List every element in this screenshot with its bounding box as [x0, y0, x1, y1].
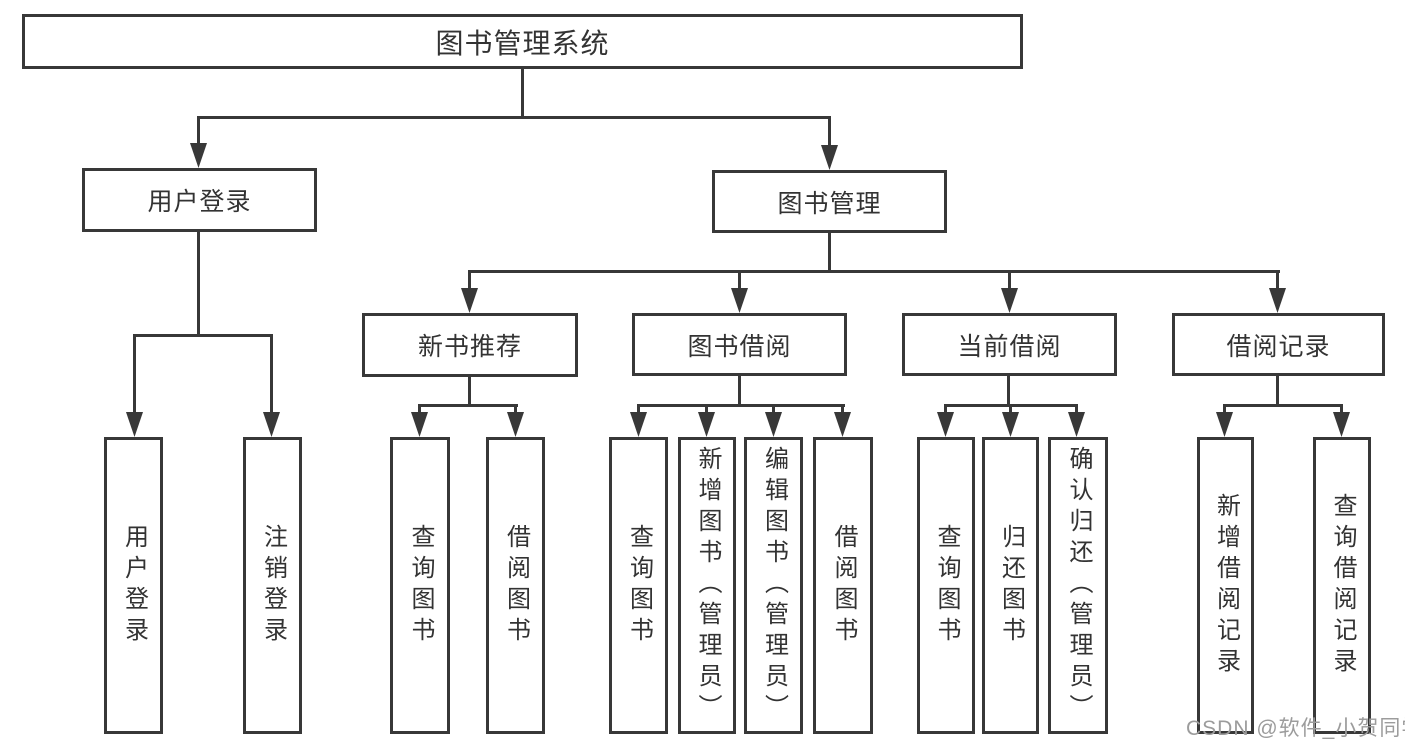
connector-line — [468, 270, 471, 292]
connector-arrowhead — [190, 143, 207, 168]
connector-line — [270, 334, 273, 414]
connector-arrowhead — [1269, 288, 1286, 313]
connector-line — [468, 376, 471, 406]
connector-arrowhead — [1001, 288, 1018, 313]
connector-arrowhead — [411, 412, 428, 437]
leaf-user-login: 用户登录 — [104, 437, 163, 734]
leaf-nb-borrow-books: 借阅图书 — [486, 437, 545, 734]
connector-arrowhead — [765, 412, 782, 437]
node-current-borrowing: 当前借阅 — [902, 313, 1117, 376]
connector-line — [418, 404, 421, 414]
node-label: 新书推荐 — [417, 333, 522, 361]
connector-line — [637, 404, 640, 414]
leaf-label: 新增借阅记录 — [1212, 492, 1240, 679]
leaf-cb-query-books: 查询图书 — [917, 437, 975, 734]
connector-line — [1276, 270, 1279, 292]
connector-line — [418, 404, 518, 407]
leaf-bb-query-books: 查询图书 — [609, 437, 668, 734]
leaf-label: 注销登录 — [259, 523, 287, 648]
connector-line — [828, 233, 831, 272]
connector-line — [738, 270, 741, 292]
connector-arrowhead — [630, 412, 647, 437]
node-book-management: 图书管理 — [712, 170, 947, 233]
node-label: 图书借阅 — [687, 332, 792, 361]
connector-arrowhead — [1216, 412, 1233, 437]
connector-line — [521, 69, 524, 119]
leaf-label: 查询图书 — [625, 523, 653, 648]
leaf-bb-add-books-admin: 新增图书（管理员） — [678, 437, 736, 734]
leaf-br-query-record: 查询借阅记录 — [1313, 437, 1371, 734]
node-label: 图书管理 — [777, 189, 882, 218]
leaf-cb-confirm-return-admin: 确认归还（管理员） — [1048, 437, 1108, 734]
connector-line — [133, 334, 273, 337]
connector-arrowhead — [461, 288, 478, 313]
leaf-label: 借阅图书 — [502, 523, 530, 648]
node-label: 用户登录 — [147, 188, 252, 216]
leaf-label: 用户登录 — [120, 523, 148, 648]
connector-line — [197, 232, 200, 336]
connector-line — [944, 404, 947, 414]
connector-line — [828, 116, 831, 148]
connector-line — [468, 270, 1280, 273]
node-label: 图书管理系统 — [435, 27, 610, 59]
node-library-management-system: 图书管理系统 — [22, 14, 1023, 69]
connector-line — [1075, 404, 1078, 414]
leaf-label: 查询图书 — [933, 523, 960, 648]
connector-line — [1008, 270, 1011, 292]
leaf-cb-return-books: 归还图书 — [982, 437, 1039, 734]
leaf-bb-edit-books-admin: 编辑图书（管理员） — [744, 437, 803, 734]
connector-line — [637, 404, 845, 407]
connector-line — [197, 116, 200, 146]
connector-line — [772, 404, 775, 414]
leaf-label: 查询图书 — [407, 523, 434, 648]
connector-arrowhead — [263, 412, 280, 437]
leaf-br-add-record: 新增借阅记录 — [1197, 437, 1254, 734]
connector-arrowhead — [821, 145, 838, 170]
connector-line — [1223, 404, 1226, 414]
connector-arrowhead — [126, 412, 143, 437]
connector-line — [1007, 376, 1010, 406]
connector-arrowhead — [507, 412, 524, 437]
connector-line — [1276, 376, 1279, 406]
node-user-login: 用户登录 — [82, 168, 317, 232]
connector-line — [197, 116, 831, 119]
connector-arrowhead — [834, 412, 851, 437]
connector-arrowhead — [698, 412, 715, 437]
connector-arrowhead — [1333, 412, 1350, 437]
node-label: 借阅记录 — [1226, 332, 1331, 361]
leaf-label: 借阅图书 — [830, 523, 857, 648]
node-borrowing-records: 借阅记录 — [1172, 313, 1385, 376]
leaf-label: 查询借阅记录 — [1329, 492, 1356, 679]
node-book-borrowing: 图书借阅 — [632, 313, 847, 376]
connector-line — [738, 376, 741, 406]
connector-line — [133, 334, 136, 414]
csdn-watermark: CSDN @软件_小贺同学 — [1186, 717, 1405, 740]
leaf-bb-borrow-books: 借阅图书 — [813, 437, 873, 734]
connector-line — [514, 404, 517, 414]
leaf-label: 编辑图书（管理员） — [760, 446, 788, 725]
connector-arrowhead — [937, 412, 954, 437]
connector-arrowhead — [1002, 412, 1019, 437]
leaf-label: 新增图书（管理员） — [694, 446, 721, 725]
node-new-book-recommend: 新书推荐 — [362, 313, 578, 377]
leaf-logout: 注销登录 — [243, 437, 302, 734]
connector-line — [1340, 404, 1343, 414]
node-label: 当前借阅 — [957, 332, 1062, 361]
connector-line — [1009, 404, 1012, 414]
connector-line — [705, 404, 708, 414]
connector-line — [841, 404, 844, 414]
connector-line — [1223, 404, 1343, 407]
leaf-nb-query-books: 查询图书 — [390, 437, 450, 734]
connector-arrowhead — [731, 288, 748, 313]
leaf-label: 归还图书 — [997, 523, 1025, 648]
connector-arrowhead — [1068, 412, 1085, 437]
leaf-label: 确认归还（管理员） — [1065, 446, 1092, 725]
